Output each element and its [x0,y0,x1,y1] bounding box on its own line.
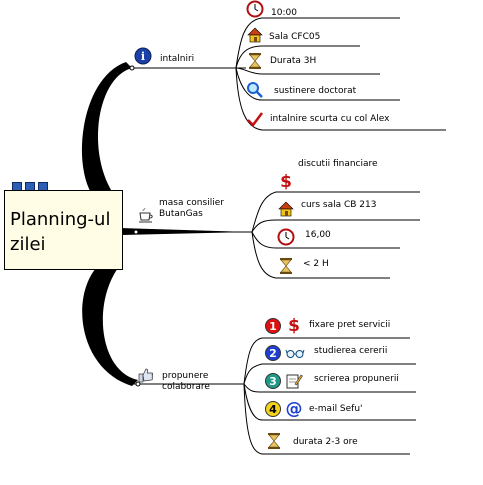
svg-text:i: i [141,50,145,63]
topic-e-mail-sefu: e-mail Sefu' [309,404,363,414]
topic-discutii-financiare: discutii financiare [298,159,378,169]
thumbs-up-icon [137,366,155,384]
hourglass-icon [246,52,264,70]
glasses-icon [285,344,305,362]
connector-root-intalniri [81,62,132,200]
topic-16-00: 16,00 [305,230,331,240]
branch-label-masa-consilier: masa consilier ButanGas [159,198,224,219]
house-icon [277,200,295,218]
notepad-icon [285,372,303,390]
clock-icon [277,228,295,246]
checkmark-icon [246,110,264,128]
hourglass-icon [265,432,283,450]
topic-durata-3h: Durata 3H [270,56,317,66]
priority-4-badge: 4 [265,401,281,417]
fan-masa [251,191,420,279]
fan-propunere [243,337,416,455]
branch-label-intalniri: intalniri [160,54,195,64]
topic-intalnire-scurta: intalnire scurta cu col Alex [270,114,390,124]
hourglass-icon [277,257,295,275]
house-icon [246,26,264,44]
clock-icon [246,0,264,18]
topic-fixare-pret: fixare pret servicii [309,320,391,330]
coffee-cup-icon [137,207,155,225]
at-sign-icon: @ [285,399,303,419]
topic-curs-sala: curs sala CB 213 [301,200,377,210]
topic-sala-cfc05: Sala CFC05 [269,32,321,42]
topic-studierea-cererii: studierea cererii [314,346,388,356]
branch-label-propunere-colaborare: propunere colaborare [162,371,210,392]
priority-2-badge: 2 [265,345,281,361]
dollar-icon: $ [288,316,300,336]
connector-root-propunere [82,268,138,386]
info-icon: i [134,47,152,65]
root-topic-box[interactable] [4,190,123,270]
topic-scrierea-propunerii: scrierea propunerii [314,374,399,384]
topic-10-00: 10:00 [271,8,297,18]
topic-2h: < 2 H [303,259,329,269]
priority-3-badge: 3 [265,373,281,389]
priority-1-badge: 1 [265,318,281,334]
topic-durata-2-3-ore: durata 2-3 ore [293,437,358,447]
magnifier-icon [246,81,264,99]
dollar-icon: $ [280,172,292,192]
fan-intalniri [235,17,446,131]
root-topic-title: Planning-ul zilei [10,209,111,255]
topic-sustinere-doctorat: sustinere doctorat [274,86,357,96]
